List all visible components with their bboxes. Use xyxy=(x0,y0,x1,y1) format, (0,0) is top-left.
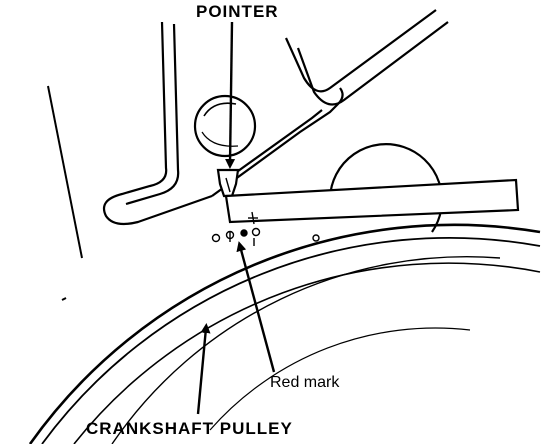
bolt-head xyxy=(193,94,257,158)
timing-marks xyxy=(211,211,320,246)
red-mark-leader-arrow xyxy=(236,241,276,373)
pointer-leader-arrow xyxy=(225,21,236,169)
pulley-leader-arrow xyxy=(196,323,211,415)
crankshaft-pulley xyxy=(28,223,541,444)
pointer-label: POINTER xyxy=(196,2,279,21)
leader-arrows xyxy=(196,21,276,415)
drive-belt xyxy=(224,178,520,224)
engine-block-edge xyxy=(47,85,83,259)
timing-pointer xyxy=(216,168,240,198)
timing-cover xyxy=(102,9,449,226)
red-mark-label: Red mark xyxy=(270,374,340,391)
crankshaft-pulley-label: CRANKSHAFT PULLEY xyxy=(86,419,293,438)
